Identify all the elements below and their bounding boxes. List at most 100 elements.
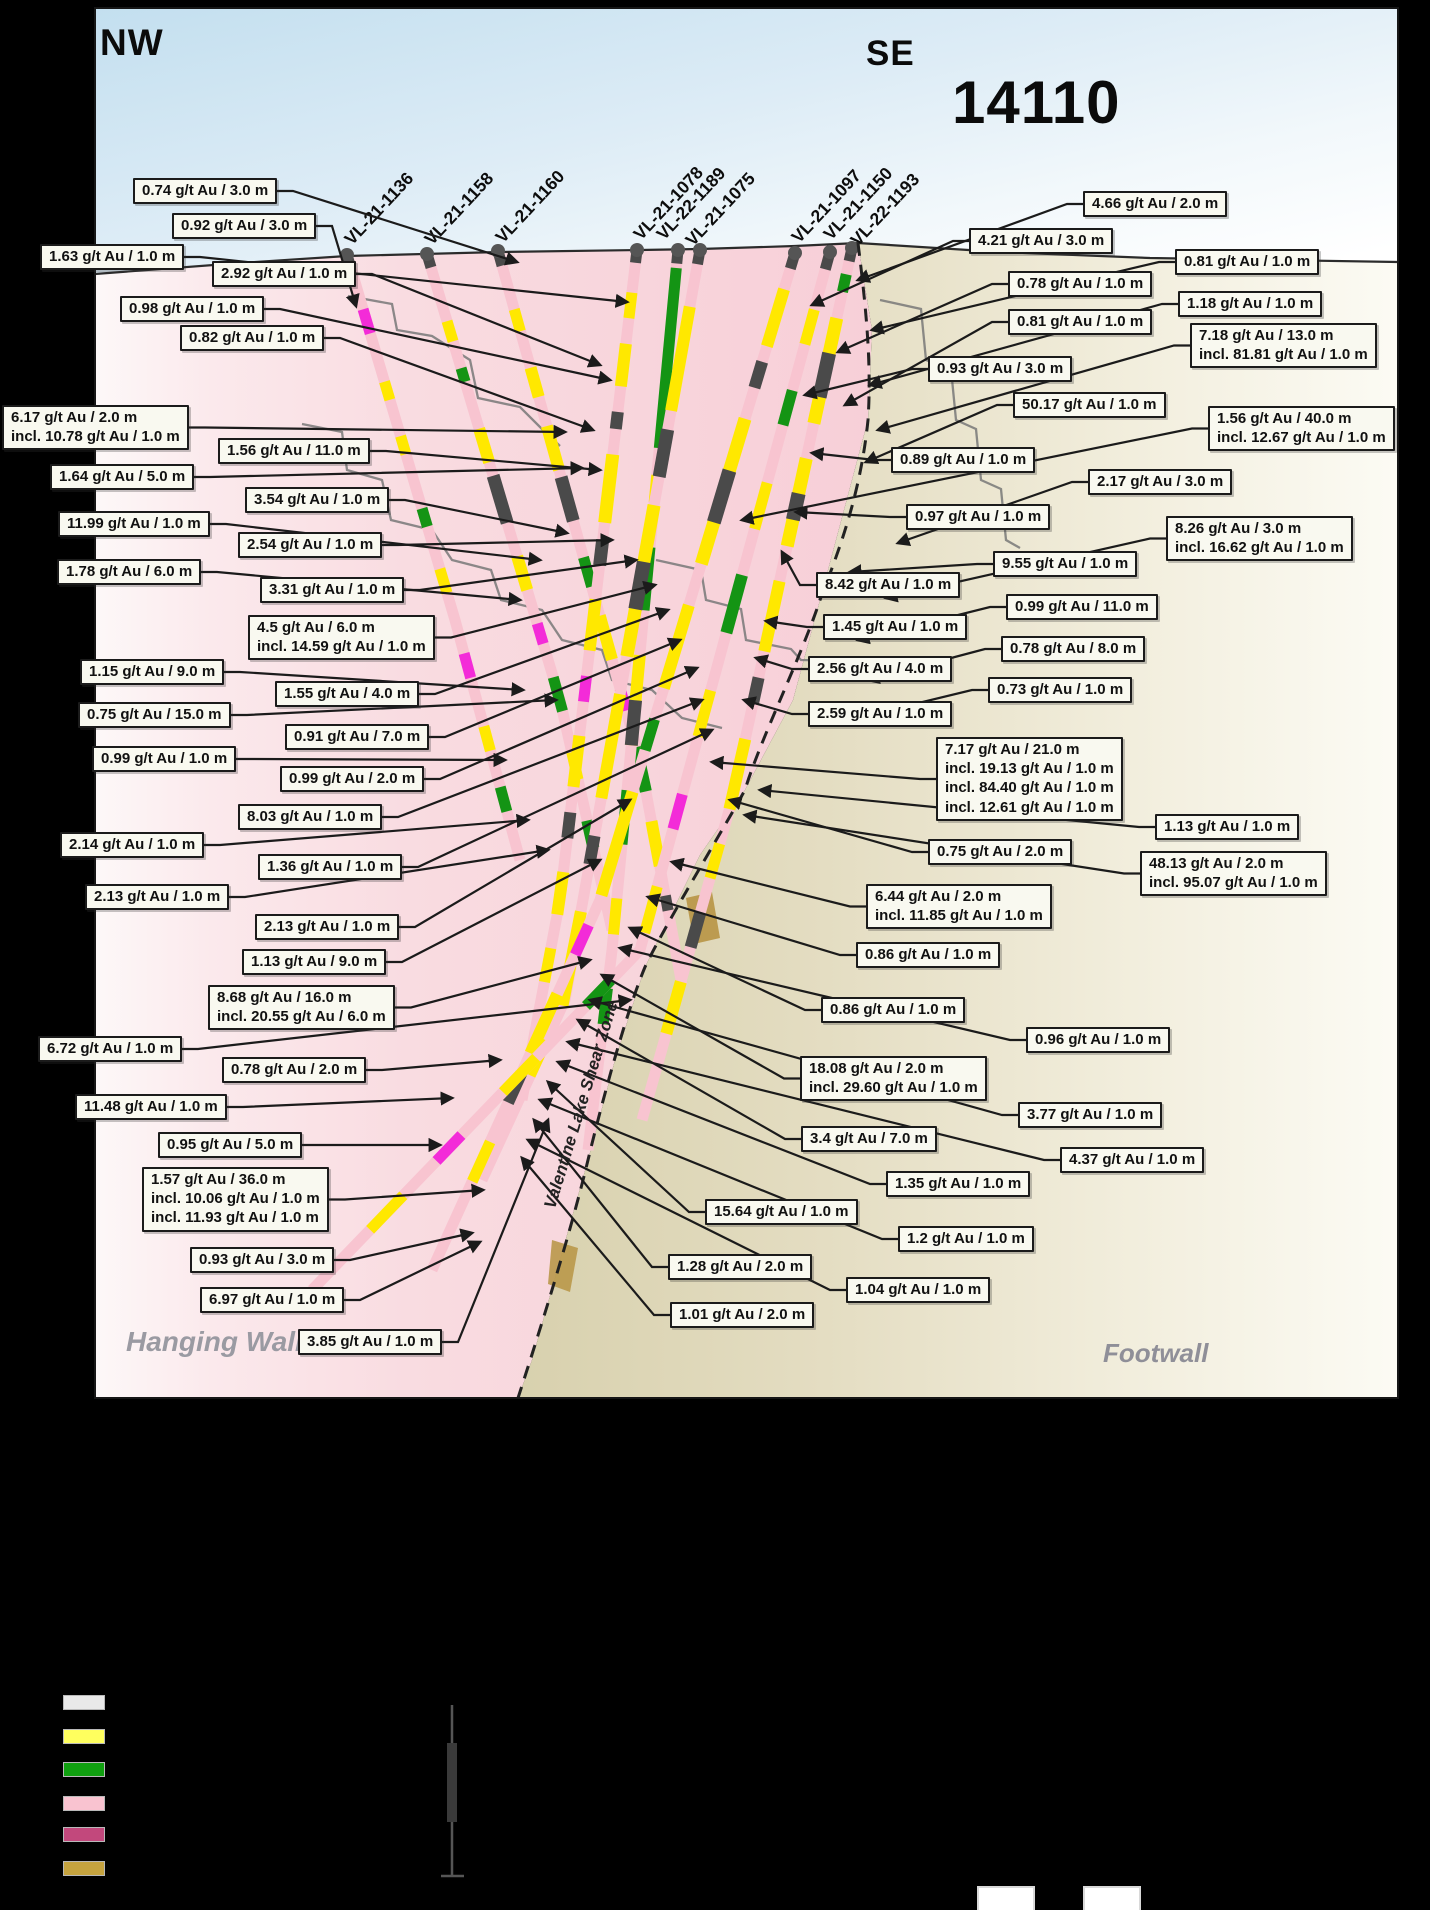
drill-collar [693, 243, 707, 257]
swatch-khaki [63, 1861, 105, 1876]
assay-callout: 0.99 g/t Au / 11.0 m [1006, 594, 1158, 621]
assay-callout: 0.78 g/t Au / 2.0 m [222, 1057, 367, 1084]
assay-callout: 1.57 g/t Au / 36.0 m incl. 10.06 g/t Au … [142, 1167, 329, 1232]
assay-callout: 0.99 g/t Au / 2.0 m [280, 766, 425, 793]
assay-callout: 3.77 g/t Au / 1.0 m [1018, 1102, 1163, 1129]
drill-trace [341, 253, 526, 862]
assay-callout: 2.13 g/t Au / 1.0 m [85, 884, 230, 911]
assay-callout: 0.75 g/t Au / 15.0 m [78, 702, 231, 729]
assay-callout: 2.59 g/t Au / 1.0 m [808, 701, 953, 728]
assay-callout: 7.18 g/t Au / 13.0 m incl. 81.81 g/t Au … [1190, 323, 1377, 369]
assay-callout: 3.4 g/t Au / 7.0 m [801, 1126, 937, 1153]
assay-callout: 1.78 g/t Au / 6.0 m [57, 559, 202, 586]
assay-callout: 0.81 g/t Au / 1.0 m [1175, 249, 1320, 276]
assay-callout: 15.64 g/t Au / 1.0 m [705, 1199, 858, 1226]
assay-callout: 0.74 g/t Au / 3.0 m [133, 178, 278, 205]
assay-callout: 4.5 g/t Au / 6.0 m incl. 14.59 g/t Au / … [248, 615, 435, 661]
drill-collar [340, 248, 354, 262]
logo-placeholder [977, 1886, 1035, 1910]
swatch-pink [63, 1796, 105, 1811]
assay-callout: 3.31 g/t Au / 1.0 m [260, 577, 405, 604]
nw-label: NW [100, 22, 164, 63]
assay-callout: 0.93 g/t Au / 3.0 m [190, 1247, 335, 1274]
swatch-magenta [63, 1827, 105, 1842]
drill-collar [845, 241, 859, 255]
assay-callout: 0.91 g/t Au / 7.0 m [285, 724, 430, 751]
assay-callout: 4.21 g/t Au / 3.0 m [969, 228, 1114, 255]
logo-placeholder [1083, 1886, 1141, 1910]
assay-callout: 7.17 g/t Au / 21.0 m incl. 19.13 g/t Au … [936, 737, 1123, 821]
assay-callout: 1.28 g/t Au / 2.0 m [668, 1254, 813, 1281]
assay-callout: 1.15 g/t Au / 9.0 m [80, 659, 225, 686]
assay-callout: 8.03 g/t Au / 1.0 m [238, 804, 383, 831]
swatch-white [63, 1695, 105, 1710]
drill-collar [671, 243, 685, 257]
assay-callout: 3.54 g/t Au / 1.0 m [245, 487, 390, 514]
assay-callout: 50.17 g/t Au / 1.0 m [1013, 392, 1166, 419]
assay-callout: 2.13 g/t Au / 1.0 m [255, 914, 400, 941]
assay-callout: 0.96 g/t Au / 1.0 m [1026, 1027, 1171, 1054]
assay-callout: 1.36 g/t Au / 1.0 m [258, 854, 403, 881]
drill-collar [420, 247, 434, 261]
assay-callout: 2.17 g/t Au / 3.0 m [1088, 469, 1233, 496]
assay-callout: 0.89 g/t Au / 1.0 m [891, 447, 1036, 474]
assay-callout: 1.04 g/t Au / 1.0 m [846, 1277, 991, 1304]
assay-callout: 11.48 g/t Au / 1.0 m [75, 1094, 227, 1121]
assay-callout: 18.08 g/t Au / 2.0 m incl. 29.60 g/t Au … [800, 1056, 987, 1102]
assay-callout: 1.64 g/t Au / 5.0 m [50, 464, 195, 491]
assay-callout: 0.78 g/t Au / 1.0 m [1008, 271, 1153, 298]
assay-callout: 2.14 g/t Au / 1.0 m [60, 832, 205, 859]
assay-callout: 0.99 g/t Au / 1.0 m [92, 746, 237, 773]
assay-callout: 2.54 g/t Au / 1.0 m [238, 532, 383, 559]
drill-collar [823, 245, 837, 259]
assay-callout: 0.98 g/t Au / 1.0 m [120, 296, 265, 323]
assay-callout: 11.99 g/t Au / 1.0 m [58, 511, 210, 538]
assay-callout: 0.73 g/t Au / 1.0 m [988, 677, 1133, 704]
assay-callout: 1.2 g/t Au / 1.0 m [898, 1226, 1034, 1253]
assay-callout: 1.13 g/t Au / 9.0 m [242, 949, 387, 976]
section-id: 14110 [952, 69, 1121, 136]
assay-callout: 1.35 g/t Au / 1.0 m [886, 1171, 1031, 1198]
shear-zone-boundary [516, 242, 871, 1399]
assay-callout: 1.01 g/t Au / 2.0 m [670, 1302, 815, 1329]
assay-callout: 0.95 g/t Au / 5.0 m [158, 1132, 303, 1159]
assay-callout: 4.37 g/t Au / 1.0 m [1060, 1147, 1205, 1174]
assay-callout: 0.92 g/t Au / 3.0 m [172, 213, 317, 240]
assay-callout: 6.97 g/t Au / 1.0 m [200, 1287, 345, 1314]
assay-callout: 0.82 g/t Au / 1.0 m [180, 325, 325, 352]
assay-callout: 0.97 g/t Au / 1.0 m [906, 504, 1051, 531]
assay-callout: 0.78 g/t Au / 8.0 m [1001, 636, 1146, 663]
assay-callout: 1.56 g/t Au / 11.0 m [218, 438, 370, 465]
assay-callout: 0.81 g/t Au / 1.0 m [1008, 309, 1153, 336]
assay-callout: 48.13 g/t Au / 2.0 m incl. 95.07 g/t Au … [1140, 851, 1327, 897]
assay-callout: 4.66 g/t Au / 2.0 m [1083, 191, 1228, 218]
legend-drillhole-interval [447, 1743, 457, 1822]
se-label: SE [866, 34, 915, 73]
assay-callout: 6.44 g/t Au / 2.0 m incl. 11.85 g/t Au /… [866, 884, 1052, 930]
assay-callout: 9.55 g/t Au / 1.0 m [993, 551, 1138, 578]
assay-callout: 0.75 g/t Au / 2.0 m [928, 839, 1073, 866]
assay-callout: 1.56 g/t Au / 40.0 m incl. 12.67 g/t Au … [1208, 406, 1395, 452]
assay-callout: 8.42 g/t Au / 1.0 m [816, 572, 961, 599]
swatch-yellow [63, 1729, 105, 1744]
assay-callout: 3.85 g/t Au / 1.0 m [298, 1329, 443, 1356]
assay-callout: 2.92 g/t Au / 1.0 m [212, 261, 357, 288]
assay-callout: 1.18 g/t Au / 1.0 m [1178, 291, 1323, 318]
assay-callout: 1.63 g/t Au / 1.0 m [40, 244, 185, 271]
assay-callout: 0.93 g/t Au / 3.0 m [928, 356, 1073, 383]
drill-collar [788, 246, 802, 260]
assay-callout: 1.13 g/t Au / 1.0 m [1155, 814, 1300, 841]
drill-collar [630, 243, 644, 257]
assay-callout: 6.72 g/t Au / 1.0 m [38, 1036, 183, 1063]
hanging-wall-label: Hanging Wall [126, 1326, 303, 1357]
assay-callout: 1.55 g/t Au / 4.0 m [275, 681, 420, 708]
assay-callout: 8.26 g/t Au / 3.0 m incl. 16.62 g/t Au /… [1166, 516, 1353, 562]
swatch-green [63, 1762, 105, 1777]
assay-callout: 6.17 g/t Au / 2.0 m incl. 10.78 g/t Au /… [2, 405, 189, 451]
assay-callout: 0.86 g/t Au / 1.0 m [856, 942, 1001, 969]
footwall-label: Footwall [1103, 1338, 1209, 1368]
assay-callout: 2.56 g/t Au / 4.0 m [808, 656, 953, 683]
assay-callout: 8.68 g/t Au / 16.0 m incl. 20.55 g/t Au … [208, 985, 395, 1031]
assay-callout: 1.45 g/t Au / 1.0 m [823, 614, 968, 641]
